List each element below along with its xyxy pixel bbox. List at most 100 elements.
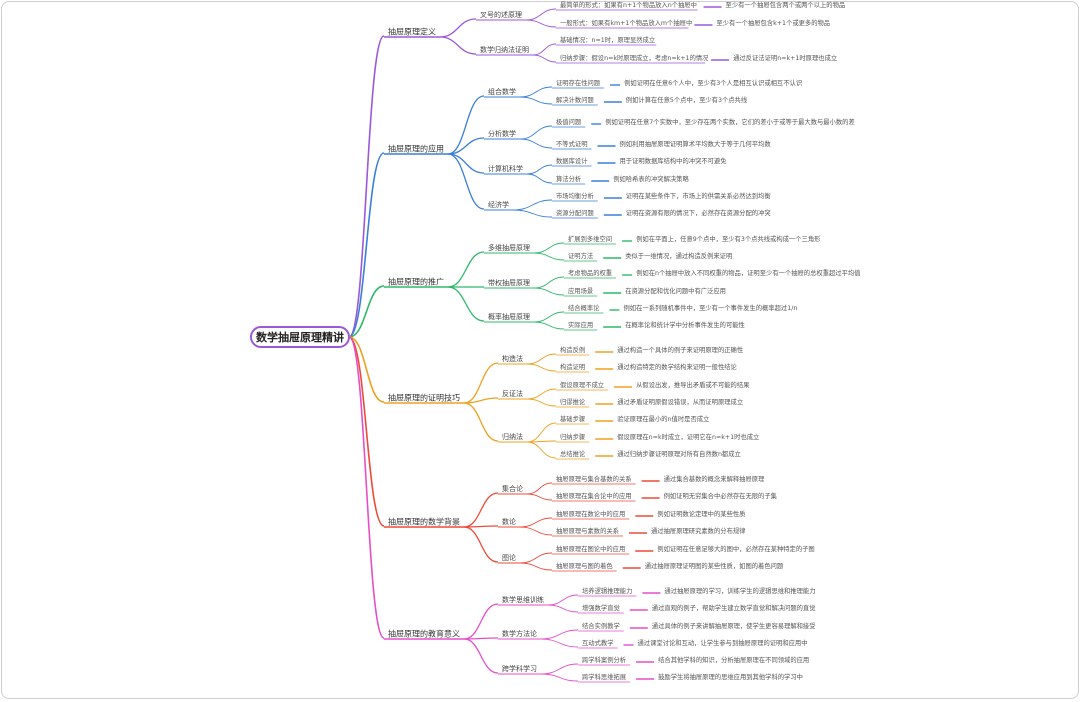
leaf-node[interactable]: 从假设出发，推导出矛盾或不可能的结果 — [636, 380, 750, 389]
subtopic-node[interactable]: 反证法 — [502, 389, 523, 398]
leaf-node[interactable]: 至少有一个抽屉包含k+1个或更多的物品 — [716, 18, 830, 27]
detail-node[interactable]: 解决计数问题 — [556, 95, 594, 104]
detail-node[interactable]: 构造反例 — [560, 345, 585, 354]
detail-node[interactable]: 市场均衡分析 — [556, 191, 594, 200]
subtopic-node[interactable]: 集合论 — [502, 484, 523, 493]
subtopic-node[interactable]: 跨学科学习 — [502, 664, 537, 673]
leaf-node[interactable]: 通过构造一个具体的例子来证明原理的正确性 — [617, 345, 743, 354]
leaf-node[interactable]: 结合其他学科的知识，分析抽屉原理在不同领域的应用 — [658, 655, 809, 664]
detail-node[interactable]: 总结推论 — [560, 449, 586, 458]
branch-3-title[interactable]: 抽屉原理的推广 — [388, 277, 444, 287]
branch-1-title[interactable]: 抽屉原理定义 — [388, 27, 436, 37]
leaf-node[interactable]: 通过集合基数的概念来解释抽屉原理 — [664, 474, 765, 483]
leaf-node[interactable]: 通过抽屉原理证明图的某些性质，如图的着色问题 — [645, 561, 784, 570]
leaf-node[interactable]: 用于证明数据库结构中的冲突不可避免 — [620, 156, 728, 165]
subtopic-node[interactable]: 概率抽屉原理 — [488, 312, 530, 321]
leaf-node[interactable]: 例如证明在任意7个实数中，至少存在两个实数，它们的差小于或等于最大数与最小数的差 — [605, 117, 855, 126]
leaf-node[interactable]: 例如在一系列随机事件中，至少有一个事件发生的概率超过1/n — [624, 303, 798, 312]
subtopic-node[interactable]: 数学方法论 — [502, 629, 537, 638]
detail-node[interactable]: 抽屉原理与图的着色 — [556, 561, 613, 570]
leaf-node[interactable]: 证明在资源有限的情况下，必然存在资源分配的冲突 — [626, 208, 772, 217]
leaf-node[interactable]: 通过抽屉原理研究素数的分布规律 — [651, 526, 746, 535]
detail-node[interactable]: 结合概率论 — [568, 303, 600, 312]
subtopic-node[interactable]: 数论 — [502, 517, 516, 526]
detail-node[interactable]: 抽屉原理在集合论中的应用 — [556, 491, 632, 500]
subtopic-node[interactable]: 叉号的述原理 — [480, 10, 522, 19]
leaf-node[interactable]: 通过归纳步骤证明原理对所有自然数n都成立 — [617, 449, 741, 458]
detail-node[interactable]: 归纳步骤 — [560, 432, 585, 441]
leaf-node[interactable]: 验证原理在最小的n值时是否成立 — [617, 414, 709, 423]
subtopic-node[interactable]: 分析数学 — [488, 129, 516, 138]
detail-node[interactable]: 跨学科案例分析 — [582, 655, 627, 664]
subtopic-node[interactable]: 组合数学 — [488, 87, 516, 96]
detail-node[interactable]: 基础情况：n=1时，原理显然成立 — [560, 35, 655, 44]
leaf-node[interactable]: 例如在n个抽屉中放入不同权重的物品，证明至少有一个抽屉的总权重超过平均值 — [636, 268, 861, 277]
leaf-node[interactable]: 通过构造特定的数学结构来证明一般性结论 — [617, 362, 737, 371]
detail-node[interactable]: 基础步骤 — [560, 414, 585, 423]
leaf-node[interactable]: 通过反证法证明n=k+1时原理也成立 — [733, 53, 837, 62]
leaf-node[interactable]: 例如证明在任意6个人中，至少有3个人是相互认识或相互不认识 — [624, 78, 802, 87]
detail-node[interactable]: 证明存在性问题 — [556, 78, 601, 87]
detail-node[interactable]: 算法分析 — [556, 174, 582, 183]
subtopic-node[interactable]: 数学思维训练 — [502, 595, 544, 604]
detail-node[interactable]: 归纳步骤：假设n=k时原理成立，考虑n=k+1的情况 — [560, 53, 709, 62]
detail-node[interactable]: 抽屉原理与集合基数的关系 — [556, 474, 632, 483]
detail-node[interactable]: 扩展到多维空间 — [568, 234, 612, 243]
leaf-node[interactable]: 例如在平面上，任意9个点中，至少有3个点共线或构成一个三角形 — [636, 234, 821, 243]
leaf-node[interactable]: 例如利用抽屉原理证明算术平均数大于等于几何平均数 — [620, 139, 772, 148]
detail-node[interactable]: 结合实例教学 — [582, 621, 620, 630]
detail-node[interactable]: 最简单的形式：如果有n+1个物品放入n个抽屉中 — [560, 0, 697, 9]
leaf-node[interactable]: 通过矛盾证明原假设错误，从而证明原理成立 — [617, 397, 743, 406]
detail-node[interactable]: 应用场景 — [568, 286, 593, 295]
subtopic-node[interactable]: 归纳法 — [502, 432, 523, 441]
detail-node[interactable]: 抽屉原理在图论中的应用 — [556, 544, 625, 553]
detail-node[interactable]: 抽屉原理与素数的关系 — [556, 526, 619, 535]
leaf-node[interactable]: 在资源分配和优化问题中有广泛应用 — [625, 286, 726, 295]
detail-node[interactable]: 抽屉原理在数论中的应用 — [556, 509, 625, 518]
leaf-node[interactable]: 假设原理在n=k时成立，证明它在n=k+1时也成立 — [617, 432, 759, 441]
leaf-node[interactable]: 通过直观的例子，帮助学生建立数学直觉和解决问题的直觉 — [652, 603, 816, 612]
detail-node[interactable]: 资源分配问题 — [556, 208, 594, 217]
detail-node[interactable]: 实际应用 — [568, 320, 593, 329]
branch-5-title[interactable]: 抽屉原理的数学背景 — [388, 517, 460, 527]
leaf-node[interactable]: 通过课堂讨论和互动，让学生参与到抽屉原理的证明和应用中 — [638, 638, 808, 647]
detail-node[interactable]: 一般形式：如果有km+1个物品放入m个抽屉中 — [560, 18, 692, 27]
branch-6-title[interactable]: 抽屉原理的教育意义 — [388, 629, 460, 639]
detail-node[interactable]: 构造证明 — [560, 362, 585, 371]
subtopic-node[interactable]: 图论 — [502, 553, 516, 562]
leaf-node[interactable]: 通过具体的例子来讲解抽屉原理，使学生更容易理解和接受 — [652, 621, 816, 630]
root-branch-connector — [348, 336, 385, 639]
subtopic-node[interactable]: 构造法 — [502, 354, 523, 363]
detail-node[interactable]: 互动式教学 — [582, 638, 613, 647]
leaf-node[interactable]: 在概率论和统计学中分析事件发生的可能性 — [625, 320, 745, 329]
detail-node[interactable]: 增强数学直觉 — [582, 603, 620, 612]
detail-node[interactable]: 跨学科思维拓展 — [582, 672, 627, 681]
subtopic-node[interactable]: 经济学 — [488, 200, 509, 209]
detail-node[interactable]: 不等式证明 — [556, 139, 587, 148]
branch-2-title[interactable]: 抽屉原理的应用 — [388, 144, 444, 154]
detail-node[interactable]: 归谬推论 — [560, 397, 586, 406]
detail-node[interactable]: 培养逻辑推理能力 — [582, 586, 632, 595]
leaf-node[interactable]: 至少有一个抽屉包含两个或两个以上的物品 — [726, 0, 846, 9]
leaf-node[interactable]: 例如计算在任意5个点中，至少有3个点共线 — [626, 95, 748, 104]
detail-node[interactable]: 数据库设计 — [556, 156, 588, 165]
subtopic-node[interactable]: 多维抽屉原理 — [488, 243, 530, 252]
subtopic-node[interactable]: 数学归纳法证明 — [480, 45, 529, 54]
leaf-node[interactable]: 例如证明在任意足够大的图中，必然存在某种特定的子图 — [657, 544, 814, 553]
leaf-node[interactable]: 通过抽屉原理的学习，训练学生的逻辑思维和推理能力 — [664, 586, 815, 595]
subtopic-node[interactable]: 计算机科学 — [488, 164, 523, 173]
detail-node[interactable]: 考虑物品的权重 — [568, 268, 612, 277]
branch-4-title[interactable]: 抽屉原理的证明技巧 — [388, 393, 460, 403]
root-node[interactable]: 数学抽屉原理精讲 — [250, 326, 350, 348]
leaf-node[interactable]: 鼓励学生将抽屉原理的思维应用到其他学科的学习中 — [658, 672, 803, 681]
leaf-node[interactable]: 例如证明数论定理中的某些性质 — [657, 509, 745, 518]
leaf-node[interactable]: 例如哈希表的冲突解决策略 — [613, 174, 689, 183]
leaf-node[interactable]: 类似于一维情况，通过构造反例来证明 — [625, 251, 732, 260]
leaf-node[interactable]: 例如证明无穷集合中必然存在无限的子集 — [664, 491, 778, 500]
detail-node[interactable]: 假设原理不成立 — [560, 380, 604, 389]
detail-node[interactable]: 极值问题 — [556, 117, 582, 126]
subtopic-node[interactable]: 带权抽屉原理 — [488, 278, 530, 287]
detail-node[interactable]: 证明方法 — [568, 251, 593, 260]
leaf-node[interactable]: 证明在某些条件下，市场上的供需关系必然达到均衡 — [626, 191, 772, 200]
